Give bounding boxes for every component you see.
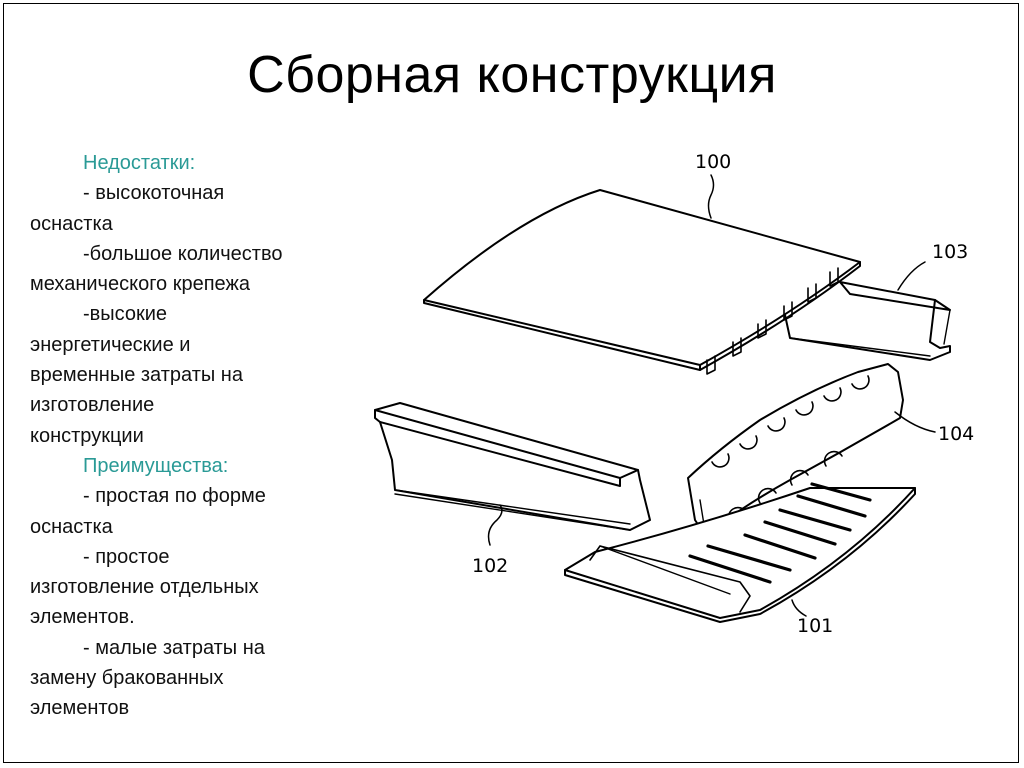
disadvantage-line: энергетические и (30, 333, 191, 356)
disadvantage-line: оснастка (30, 212, 113, 235)
disadvantage-line: конструкции (30, 424, 144, 447)
advantage-line: оснастка (30, 515, 113, 538)
leader-104 (894, 411, 936, 433)
advantage-line: элементов. (30, 606, 135, 629)
leader-100 (707, 174, 715, 219)
label-102: 102 (472, 555, 508, 577)
advantage-line: изготовление отдельных (30, 576, 259, 599)
exploded-assembly-drawing: 100 103 102 104 (374, 151, 974, 637)
advantage-line: элементов (30, 697, 130, 720)
disadvantages-heading: Недостатки: (83, 152, 196, 174)
page-title: Сборная конструкция (247, 46, 777, 104)
skin-stringers (706, 267, 839, 375)
disadvantage-line: -большое количество (83, 242, 283, 265)
disadvantage-line: - высокоточная (83, 182, 225, 205)
disadvantage-line: изготовление (30, 394, 155, 417)
text-column: Недостатки: - высокоточная оснастка -бол… (30, 148, 360, 724)
disadvantage-line: механического крепежа (30, 273, 250, 296)
leader-103 (897, 261, 926, 291)
advantage-line: замену бракованных (30, 667, 224, 690)
label-104: 104 (938, 423, 974, 445)
disadvantage-line: временные затраты на (30, 364, 243, 387)
spar-103 (784, 281, 951, 361)
advantage-line: - простая по форме (83, 485, 266, 508)
skin-panel-100 (423, 189, 861, 375)
bottom-panel-101 (564, 482, 916, 623)
advantage-line: - простое (83, 545, 170, 568)
label-101: 101 (797, 615, 833, 637)
advantages-heading: Преимущества: (83, 454, 229, 477)
leader-101 (791, 599, 807, 617)
leader-102 (487, 504, 503, 546)
rib-104 (687, 363, 904, 538)
spar-102 (374, 402, 651, 531)
disadvantage-line: -высокие (83, 303, 168, 326)
advantage-line: - малые затраты на (83, 636, 265, 659)
label-100: 100 (695, 151, 731, 173)
label-103: 103 (932, 241, 968, 263)
